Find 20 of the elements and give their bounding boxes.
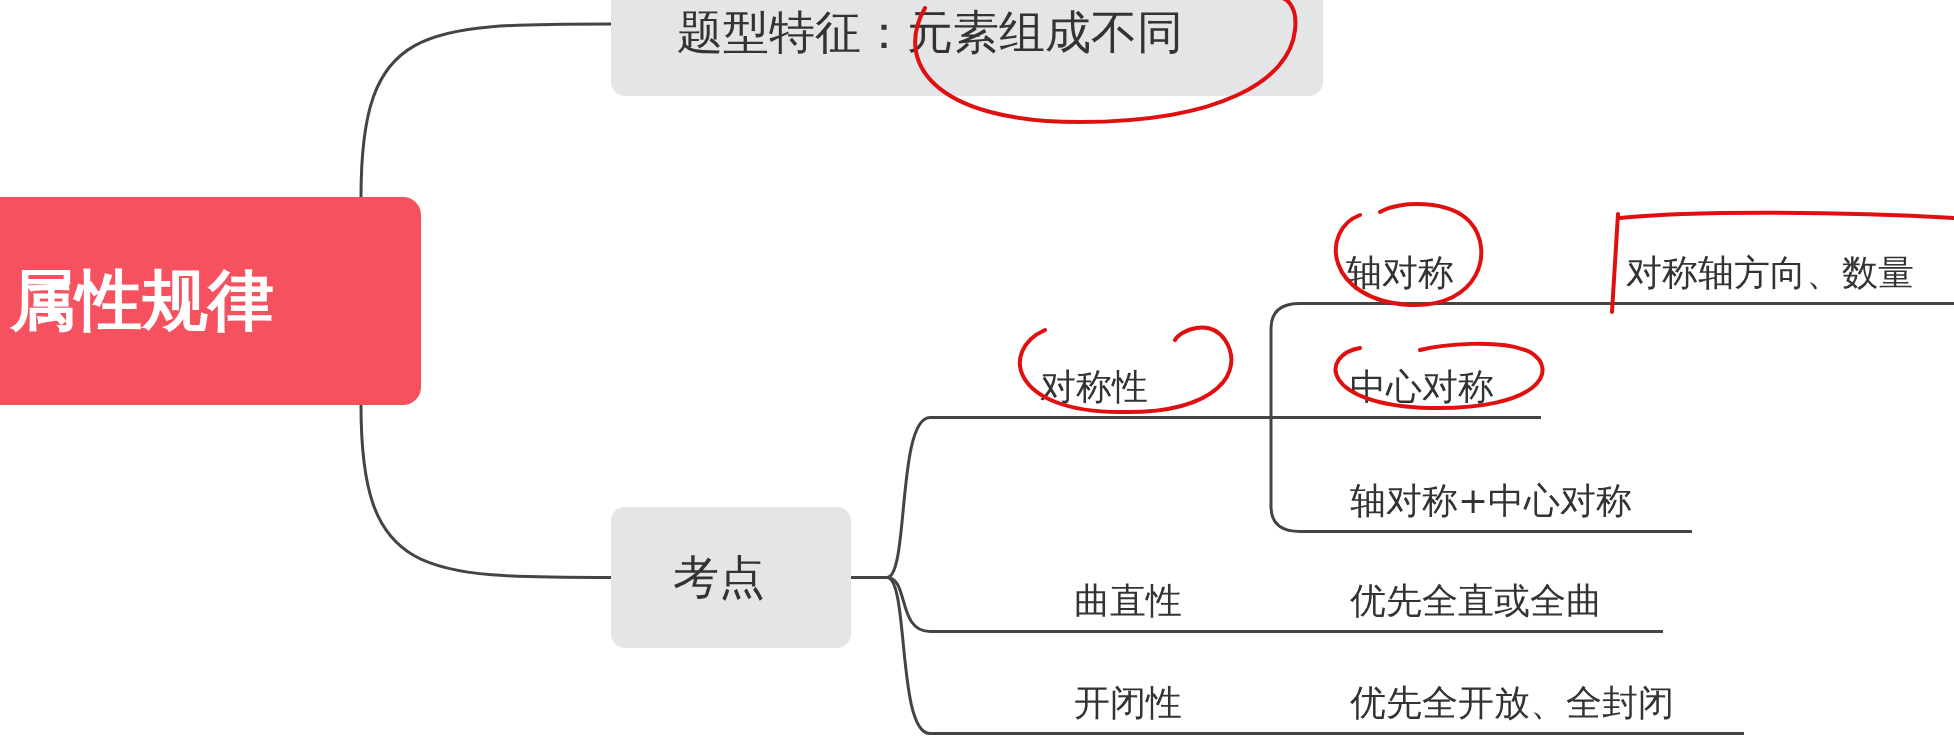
branch-topic: 对称轴方向、数量 [1620, 246, 1954, 305]
connector-line [851, 576, 931, 735]
connector-line [1610, 302, 1620, 305]
connector-line [1269, 302, 1301, 418]
branch-topic: 轴对称 [1300, 246, 1610, 305]
branch-topic: 优先全开放、全封闭 [1310, 676, 1744, 735]
connector-line [1290, 732, 1310, 735]
connector-line [359, 22, 611, 198]
branch-topic: 优先全直或全曲 [1310, 574, 1663, 633]
central-topic: 属性规律 [0, 197, 421, 405]
connector-line [359, 404, 611, 579]
branch-topic: 开闭性 [930, 676, 1290, 735]
branch-topic: 轴对称+中心对称 [1300, 474, 1692, 533]
connector-line [1271, 416, 1290, 419]
connector-line [1269, 417, 1301, 533]
topic-box: 考点 [611, 507, 851, 648]
branch-topic: 对称性 [930, 360, 1271, 419]
branch-topic: 中心对称 [1290, 360, 1541, 419]
connector-line [1290, 630, 1310, 633]
branch-topic: 曲直性 [930, 574, 1290, 633]
